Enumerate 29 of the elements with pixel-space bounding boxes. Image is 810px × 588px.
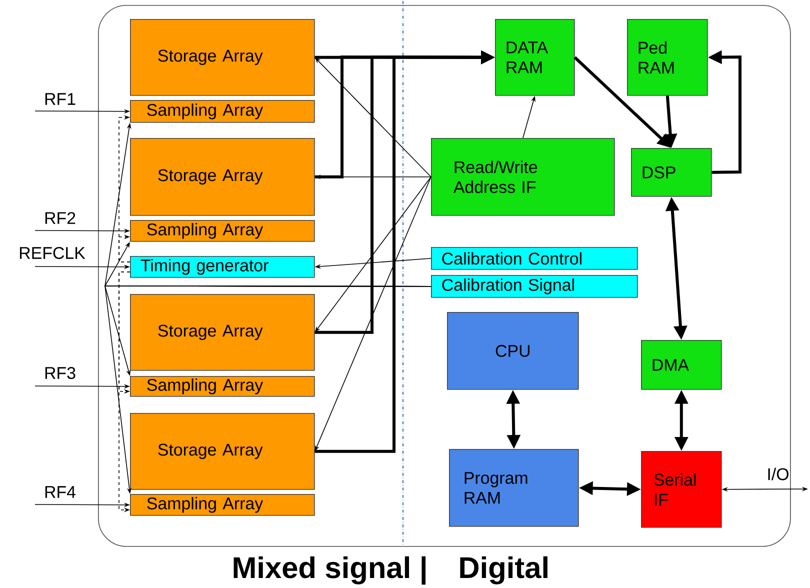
sampling-array-box: Sampling Array (130, 494, 315, 516)
edge-label: RF3 (45, 367, 76, 379)
timing-generator-box: Timing generator (130, 256, 315, 278)
chip-outline (98, 5, 791, 547)
sampling-array-box: Sampling Array (130, 220, 315, 242)
ram-box: DATA RAM (495, 19, 575, 96)
cpu-box: CPU (447, 312, 579, 390)
dsp-box: DSP (631, 148, 712, 197)
edge-label: REFCLK (20, 247, 86, 259)
sampling-array-box: Sampling Array (130, 100, 315, 123)
edge-label: I/O (768, 468, 788, 480)
sampling-array-box: Sampling Array (130, 376, 315, 397)
ram-box: Ped RAM (627, 19, 708, 96)
storage-array-box: Storage Array (130, 294, 315, 371)
section-label: Mixed signal | (234, 556, 426, 585)
interface-box: Read/Write Address IF (431, 138, 615, 216)
section-label: Digital (460, 556, 548, 584)
storage-array-box: Storage Array (130, 413, 315, 490)
storage-array-box: Storage Array (130, 19, 315, 96)
calibration-box: Calibration Control (431, 247, 638, 270)
dma-box: DMA (641, 340, 722, 390)
edge-label: RF1 (45, 93, 76, 105)
edge-label: RF2 (45, 212, 76, 224)
arrow (118, 234, 130, 262)
edge-label: RF4 (45, 486, 76, 498)
program-ram-box: Program RAM (449, 449, 579, 527)
calibration-box: Calibration Signal (431, 275, 638, 298)
serial-interface-box: Serial IF (641, 451, 722, 528)
storage-array-box: Storage Array (130, 138, 315, 216)
